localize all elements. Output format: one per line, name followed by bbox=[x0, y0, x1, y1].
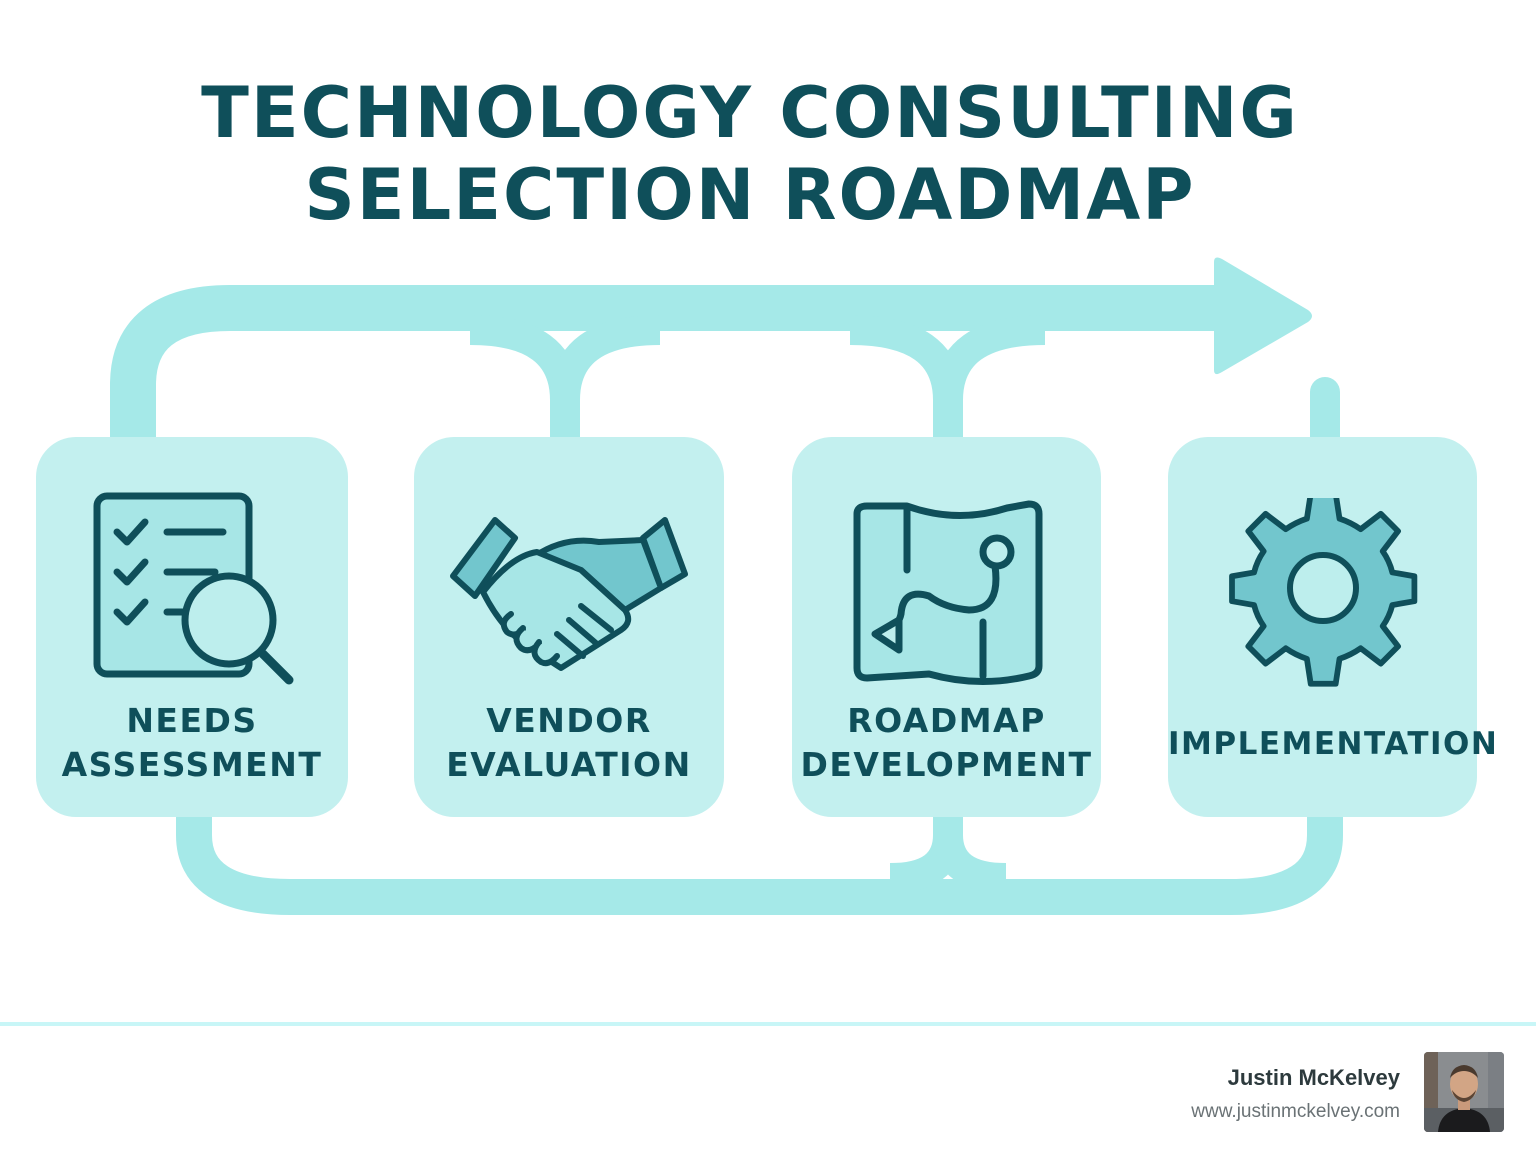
checklist-magnifier-icon bbox=[93, 492, 294, 684]
step-card-needs-assessment: NEEDS ASSESSMENT bbox=[36, 437, 348, 817]
bottom-flow-band bbox=[176, 812, 1343, 915]
step-label-line-1: NEEDS bbox=[126, 701, 258, 740]
step-label-line-1: VENDOR bbox=[486, 701, 652, 740]
arrow-head bbox=[1214, 257, 1312, 375]
gear-icon bbox=[1228, 497, 1417, 687]
author-website[interactable]: www.justinmckelvey.com bbox=[1191, 1101, 1400, 1122]
step-label: VENDOR EVALUATION bbox=[414, 699, 724, 787]
top-flow-band bbox=[110, 285, 1228, 440]
title-line-2: SELECTION ROADMAP bbox=[304, 154, 1196, 236]
step-label: IMPLEMENTATION bbox=[1168, 722, 1499, 766]
step-label-line-2: ASSESSMENT bbox=[61, 745, 323, 784]
step-card-vendor-evaluation: VENDOR EVALUATION bbox=[414, 437, 724, 817]
author-info: Justin McKelvey www.justinmckelvey.com bbox=[1191, 1063, 1400, 1127]
step-label: NEEDS ASSESSMENT bbox=[36, 699, 348, 787]
top-branch-vendor-right bbox=[550, 315, 661, 401]
title-line-1: TECHNOLOGY CONSULTING bbox=[201, 72, 1299, 154]
avatar bbox=[1424, 1052, 1504, 1132]
top-branch-roadmap-right bbox=[933, 315, 1046, 401]
step-label-line-2: EVALUATION bbox=[446, 745, 692, 784]
step-label-line-1: IMPLEMENTATION bbox=[1168, 726, 1499, 762]
top-branch-vendor bbox=[469, 315, 580, 440]
step-card-implementation: IMPLEMENTATION bbox=[1168, 437, 1499, 817]
step-card-roadmap-development: ROADMAP DEVELOPMENT bbox=[792, 437, 1101, 817]
top-branch-roadmap bbox=[849, 315, 963, 440]
avatar-photo bbox=[1424, 1052, 1504, 1132]
footer-divider bbox=[0, 1022, 1536, 1026]
page-title: TECHNOLOGY CONSULTING SELECTION ROADMAP bbox=[0, 72, 1500, 236]
bottom-branch-roadmap-right bbox=[933, 834, 1007, 893]
step-label-line-2: DEVELOPMENT bbox=[800, 745, 1093, 784]
author-name: Justin McKelvey bbox=[1227, 1065, 1400, 1090]
step-label: ROADMAP DEVELOPMENT bbox=[792, 699, 1101, 787]
map-route-icon bbox=[853, 500, 1042, 685]
handshake-icon bbox=[450, 516, 688, 671]
step-label-line-1: ROADMAP bbox=[847, 701, 1046, 740]
